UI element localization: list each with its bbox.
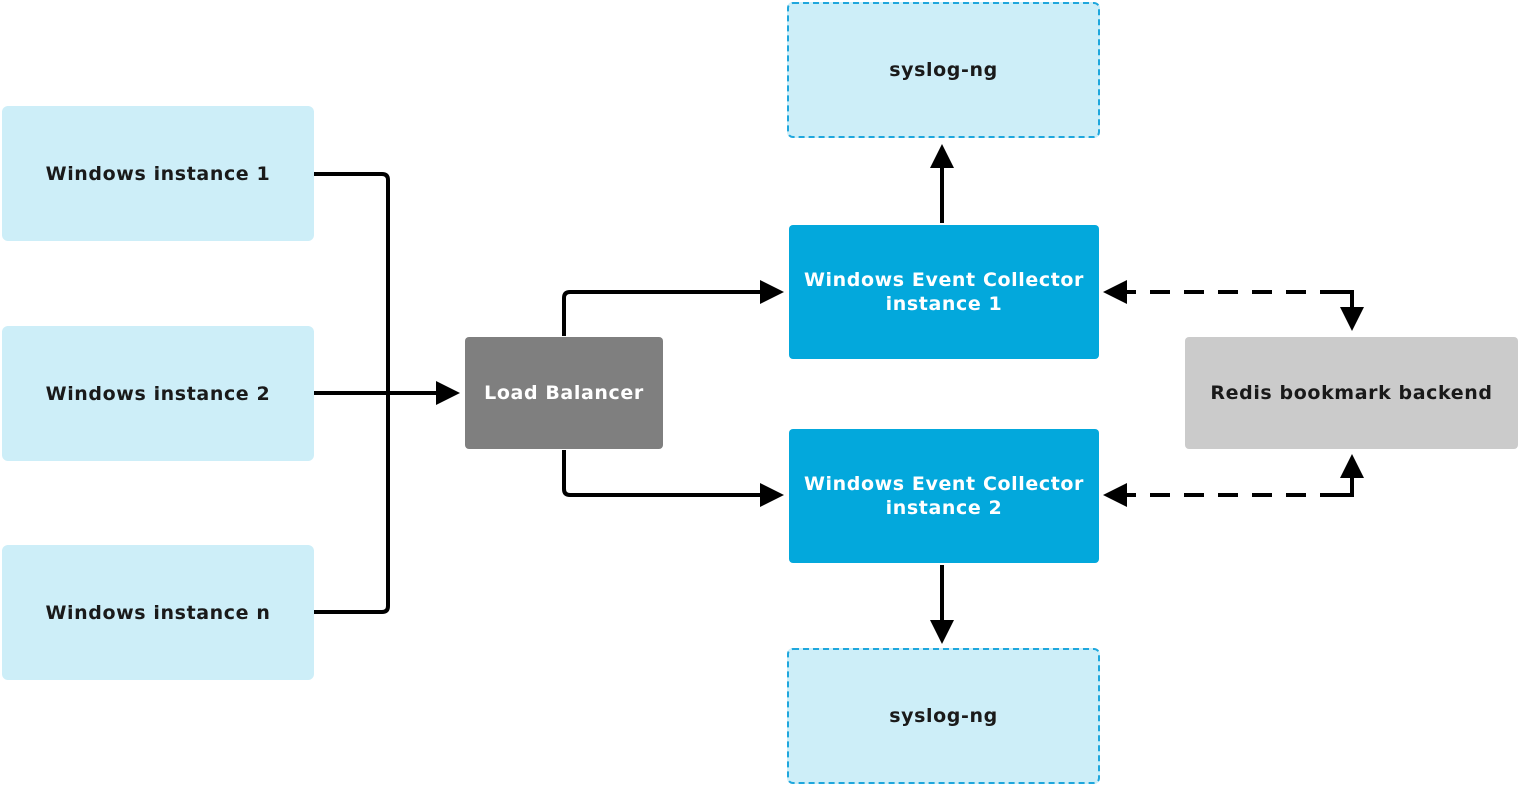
windows-instance-2-label: Windows instance 2 bbox=[45, 382, 271, 405]
collector-instance-2-line2: instance 2 bbox=[885, 497, 1003, 519]
windows-instance-n-label: Windows instance n bbox=[45, 601, 271, 624]
redis-bookmark-backend: Redis bookmark backend bbox=[1185, 337, 1518, 449]
load-balancer: Load Balancer bbox=[465, 337, 663, 449]
windows-instance-1: Windows instance 1 bbox=[2, 106, 314, 241]
collector-instance-1: Windows Event Collector instance 1 bbox=[789, 225, 1099, 359]
syslog-ng-top: syslog-ng bbox=[787, 2, 1100, 138]
syslog-ng-top-label: syslog-ng bbox=[889, 59, 998, 81]
edge-lb-to-wec2 bbox=[562, 450, 784, 507]
edge-redis-from-top bbox=[1340, 290, 1364, 331]
windows-instance-n: Windows instance n bbox=[2, 545, 314, 680]
edge-winn-merge bbox=[314, 393, 390, 614]
collector-instance-2: Windows Event Collector instance 2 bbox=[789, 429, 1099, 563]
collector-instance-1-line2: instance 1 bbox=[885, 293, 1003, 315]
redis-bookmark-backend-label: Redis bookmark backend bbox=[1210, 382, 1493, 404]
syslog-ng-bottom-label: syslog-ng bbox=[889, 705, 998, 727]
load-balancer-label: Load Balancer bbox=[484, 382, 644, 404]
edge-lb-to-wec1 bbox=[562, 280, 784, 336]
windows-instance-2: Windows instance 2 bbox=[2, 326, 314, 461]
collector-instance-1-line1: Windows Event Collector bbox=[803, 269, 1085, 291]
windows-instance-1-label: Windows instance 1 bbox=[45, 162, 271, 185]
edge-redis-from-bottom bbox=[1340, 454, 1364, 497]
collector-instance-2-line1: Windows Event Collector bbox=[803, 473, 1085, 495]
edge-win1-merge bbox=[314, 172, 390, 393]
syslog-ng-bottom: syslog-ng bbox=[787, 648, 1100, 784]
